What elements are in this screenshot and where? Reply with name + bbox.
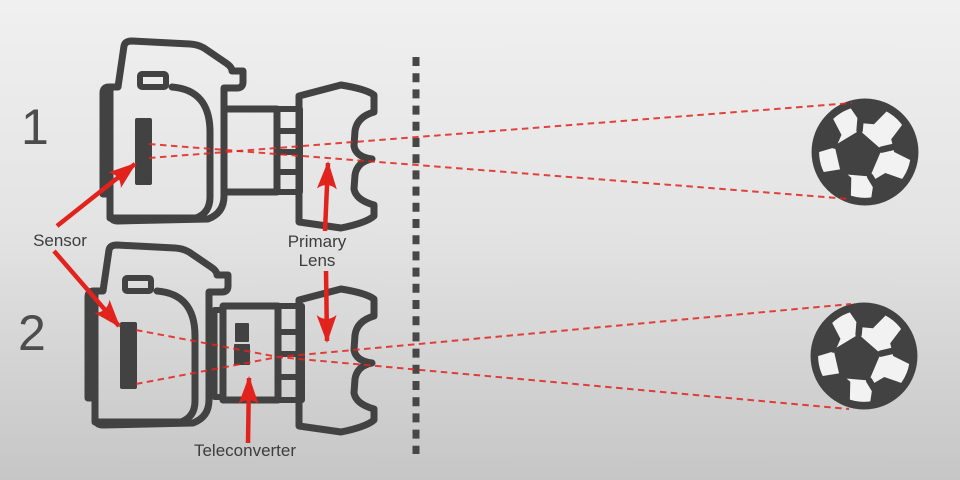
soccer-ball-icon-1 bbox=[812, 99, 918, 205]
sensor-arrow-to-camera-2 bbox=[52, 249, 121, 328]
sensor-arrow-to-camera-1 bbox=[55, 162, 137, 228]
soccer-ball-icon-2 bbox=[811, 303, 917, 409]
teleconverter-arrow bbox=[238, 376, 259, 444]
scene-number-1: 1 bbox=[21, 99, 49, 155]
camera-1-lens-hood bbox=[299, 85, 374, 228]
primary-lens-arrow-to-camera-2 bbox=[316, 270, 337, 343]
teleconverter-label: Teleconverter bbox=[193, 441, 297, 460]
teleconverter-element-upper bbox=[235, 323, 249, 342]
camera-1-illustration bbox=[103, 41, 374, 228]
light-rays-camera-1 bbox=[148, 102, 853, 200]
scene-number-2: 2 bbox=[18, 305, 46, 361]
light-rays-camera-2 bbox=[135, 303, 852, 410]
sensor-label: Sensor bbox=[33, 231, 87, 250]
annotation-arrows bbox=[52, 161, 337, 444]
camera-2-illustration bbox=[88, 245, 374, 432]
primary-lens-arrow-to-camera-1 bbox=[316, 161, 337, 232]
primary-lens-label: Primary Lens bbox=[287, 232, 347, 271]
